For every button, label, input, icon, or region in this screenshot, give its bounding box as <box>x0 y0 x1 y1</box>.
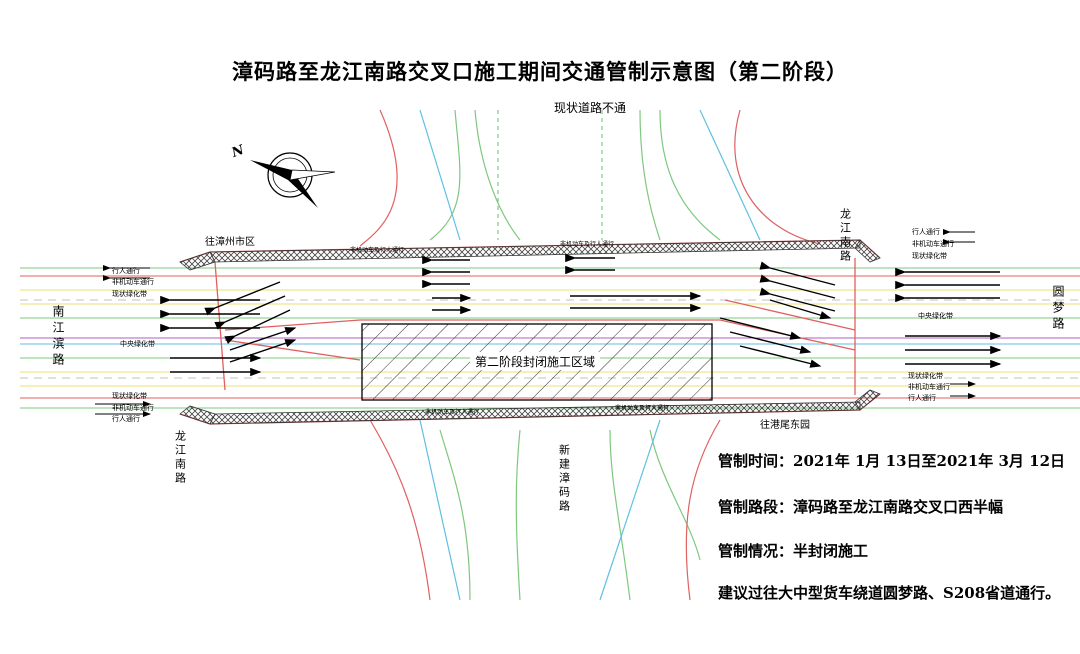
compass-icon: N <box>229 142 336 208</box>
north-symbol: N <box>229 142 247 161</box>
label-left-bottom-green: 现状绿化带 <box>112 391 147 400</box>
diagram-title: 漳码路至龙江南路交叉口施工期间交通管制示意图（第二阶段） <box>232 59 848 84</box>
label-road-closed-north: 现状道路不通 <box>554 100 626 115</box>
label-right-road: 圆梦路 <box>1051 285 1065 333</box>
label-right-bottom-green: 现状绿化带 <box>908 371 943 380</box>
label-top-left-direction: 往漳州市区 <box>205 235 255 248</box>
label-right-top-green: 现状绿化带 <box>912 251 947 260</box>
label-left-top-nonmotor: 非机动车通行 <box>112 277 154 286</box>
info-time: 管制时间：2021年 1月 13日至2021年 3月 12日 <box>718 452 1066 470</box>
label-sidewalk-note-3: 非机动车及行人通行 <box>425 408 479 416</box>
label-bottom-center-road: 新建漳码路 <box>558 443 571 514</box>
label-bottom-left-road: 龙江南路 <box>174 430 187 486</box>
label-sidewalk-note-2: 非机动车及行人通行 <box>560 240 614 248</box>
label-right-top-pedestrian: 行人通行 <box>912 227 940 236</box>
label-top-right-road: 龙江南路 <box>839 208 852 264</box>
label-median-left: 中央绿化带 <box>120 339 155 348</box>
info-advice: 建议过往大中型货车绕道圆梦路、S208省道通行。 <box>718 584 1061 602</box>
label-left-road: 南江滨路 <box>51 304 65 369</box>
label-right-bottom-pedestrian: 行人通行 <box>908 393 936 402</box>
label-left-bottom-nonmotor: 非机动车通行 <box>112 403 154 412</box>
info-status: 管制情况：半封闭施工 <box>718 542 869 560</box>
cross-street-lines <box>359 109 821 601</box>
label-right-bottom-nonmotor: 非机动车通行 <box>908 382 950 391</box>
label-right-top-nonmotor: 非机动车通行 <box>912 239 954 248</box>
label-sidewalk-note-1: 非机动车及行人通行 <box>350 246 404 254</box>
label-sidewalk-note-4: 非机动车及行人通行 <box>615 404 669 412</box>
label-bottom-right-direction: 往港尾东园 <box>760 418 810 431</box>
label-left-bottom-pedestrian: 行人通行 <box>112 414 140 423</box>
info-section: 管制路段：漳码路至龙江南路交叉口西半幅 <box>718 498 1004 516</box>
barrier-strips <box>179 239 881 425</box>
traffic-arrows <box>95 229 1002 417</box>
construction-zone-label: 第二阶段封闭施工区域 <box>475 354 595 369</box>
label-median-right: 中央绿化带 <box>918 311 953 320</box>
label-left-top-pedestrian: 行人通行 <box>112 266 140 275</box>
construction-zone-label-bg <box>470 352 600 370</box>
label-left-top-green: 现状绿化带 <box>112 289 147 298</box>
